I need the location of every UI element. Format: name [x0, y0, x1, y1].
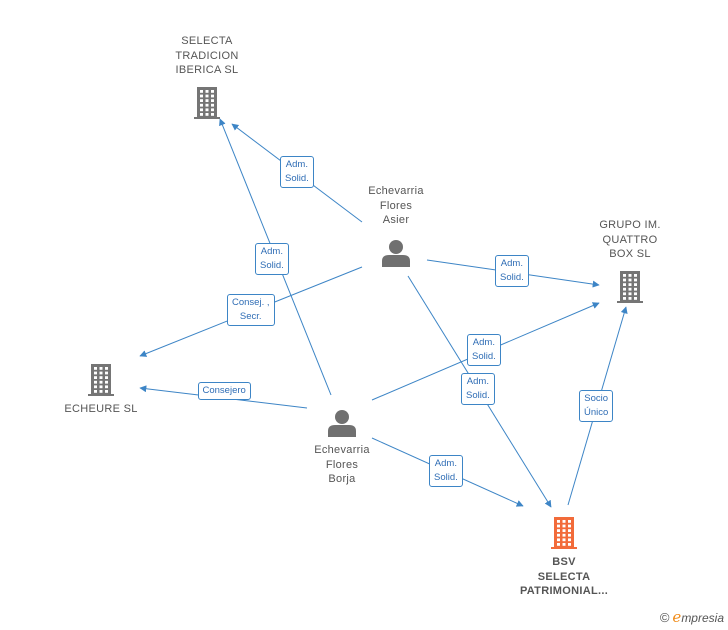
- edge-label-line: Solid.: [500, 272, 524, 283]
- node-label-line: Echevarria: [368, 185, 424, 197]
- edge-label-borja-to-echeure[interactable]: Consejero: [197, 382, 251, 400]
- node-label-bsv[interactable]: BSV SELECTA PATRIMONIAL...: [504, 555, 624, 599]
- edge-label-asier-to-selecta[interactable]: Adm. Solid.: [280, 156, 314, 188]
- node-label-line: GRUPO IM.: [599, 219, 661, 231]
- node-label-echeure[interactable]: ECHEURE SL: [41, 402, 161, 417]
- node-label-line: TRADICION: [175, 49, 239, 62]
- edge-label-line: Único: [584, 407, 609, 418]
- edge-label-line: Solid.: [434, 472, 458, 483]
- edge-label-asier-to-bsv[interactable]: Adm. Solid.: [461, 373, 495, 405]
- edge-label-line: Solid.: [285, 173, 309, 184]
- edge-label-borja-to-grupo[interactable]: Adm. Solid.: [467, 334, 501, 366]
- edge-label-line: Secr.: [239, 311, 262, 322]
- node-label-line: SELECTA: [537, 570, 591, 583]
- node-label-line: Flores: [379, 199, 413, 212]
- edge-label-line: Adm.: [466, 376, 489, 387]
- edge-label-line: Adm.: [500, 258, 523, 269]
- brand-logo-letter: e: [672, 608, 682, 626]
- edge-label-line: Adm.: [472, 337, 495, 348]
- node-label-line: IBERICA SL: [175, 64, 239, 76]
- edge-label-borja-to-bsv[interactable]: Adm. Solid.: [429, 455, 463, 487]
- node-label-line: Asier: [382, 214, 410, 226]
- edge-label-line: Adm.: [434, 458, 457, 469]
- node-label-line: SELECTA: [181, 35, 233, 47]
- person-icon-borja[interactable]: [328, 410, 356, 437]
- edge-label-line: Socio: [584, 393, 609, 404]
- node-label-grupo[interactable]: GRUPO IM. QUATTRO BOX SL: [570, 218, 690, 262]
- edge-label-borja-to-selecta[interactable]: Adm. Solid.: [255, 243, 289, 275]
- copyright-symbol: ©: [659, 610, 670, 625]
- building-icon-echeure[interactable]: [88, 364, 114, 396]
- edge-label-line: Solid.: [466, 390, 490, 401]
- node-label-selecta[interactable]: SELECTA TRADICION IBERICA SL: [147, 34, 267, 78]
- edge-label-line: Adm.: [285, 159, 308, 170]
- edge-label-line: Solid.: [260, 260, 284, 271]
- node-label-line: Echevarria: [314, 444, 370, 456]
- edge-label-line: Consejero: [202, 385, 246, 396]
- node-label-line: BOX SL: [609, 248, 651, 260]
- building-icon-grupo[interactable]: [617, 271, 643, 303]
- edge-label-line: Solid.: [472, 351, 496, 362]
- edge-label-asier-to-echeure[interactable]: Consej. , Secr.: [227, 294, 275, 326]
- node-label-line: Flores: [325, 458, 359, 471]
- node-label-line: QUATTRO: [602, 233, 658, 246]
- edge-label-asier-to-grupo[interactable]: Adm. Solid.: [495, 255, 529, 287]
- edge-label-line: Consej. ,: [232, 297, 270, 308]
- node-label-line: PATRIMONIAL...: [519, 585, 609, 597]
- node-label-line: ECHEURE SL: [64, 403, 138, 415]
- node-label-line: BSV: [552, 556, 576, 568]
- edge-label-line: Adm.: [260, 246, 283, 257]
- brand-logo-text: mpresia: [681, 611, 724, 625]
- node-label-line: Borja: [328, 473, 356, 485]
- footer-brand: ©empresia: [660, 608, 724, 626]
- building-icon-bsv[interactable]: [551, 517, 577, 549]
- building-icon-selecta[interactable]: [194, 87, 220, 119]
- person-icon-asier[interactable]: [382, 240, 410, 267]
